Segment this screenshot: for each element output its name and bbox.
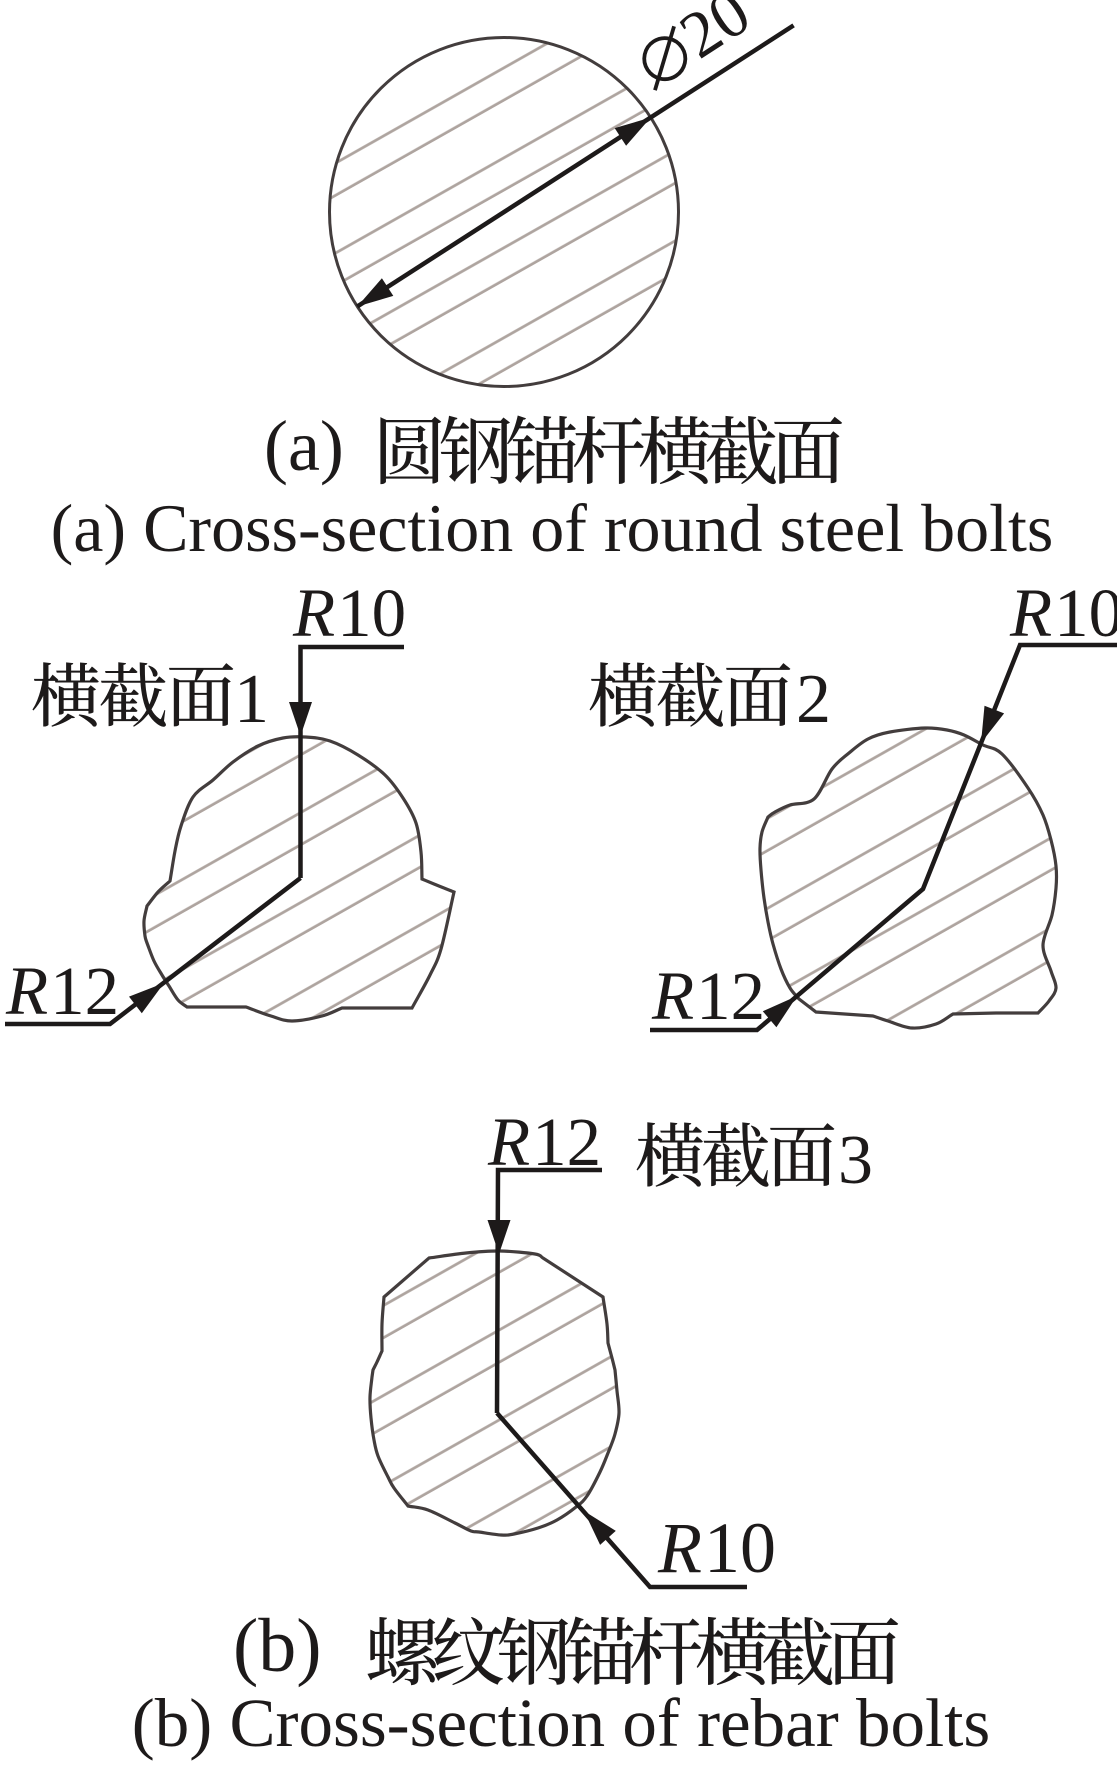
svg-text:R10: R10 (1009, 575, 1117, 651)
svg-text:R12: R12 (651, 958, 765, 1034)
svg-text:(a): (a) (264, 406, 344, 486)
svg-text:R12: R12 (5, 953, 119, 1029)
svg-text:(b): (b) (233, 1604, 322, 1688)
svg-text:3: 3 (838, 1122, 873, 1199)
svg-text:1: 1 (234, 661, 269, 738)
svg-text:(a) Cross-section of round st: (a) Cross-section of round steel bolts (51, 490, 1054, 566)
svg-text:R10: R10 (292, 575, 406, 651)
svg-text:R12: R12 (487, 1104, 601, 1180)
svg-text:(b) Cross-section of rebar bo: (b) Cross-section of rebar bolts (132, 1685, 990, 1761)
svg-text:2: 2 (796, 661, 831, 738)
svg-text:R10: R10 (657, 1508, 776, 1588)
